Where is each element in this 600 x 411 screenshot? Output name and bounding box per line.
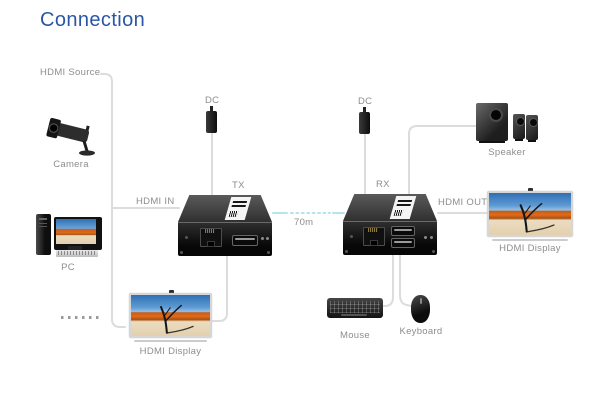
speaker-line <box>408 125 477 198</box>
tx-extender-device <box>178 195 272 257</box>
tx-screw <box>185 236 188 239</box>
tx-hdmi-port <box>232 235 258 246</box>
keyboard-line <box>380 249 394 307</box>
tx-top-face <box>178 195 272 222</box>
display-right-label: HDMI Display <box>499 243 561 254</box>
pc-tower <box>36 214 51 255</box>
rx-corner-screw-right <box>432 250 435 253</box>
hdmi-display-right <box>487 188 573 241</box>
mouse-device-caption: Keyboard <box>399 326 443 337</box>
rx-front-face <box>343 221 437 255</box>
subwoofer <box>476 103 508 143</box>
tx-label: TX <box>232 180 245 191</box>
tx-led <box>261 237 264 240</box>
pc-monitor <box>54 217 102 250</box>
pc-monitor-stand <box>68 246 82 250</box>
hdmi-in-label: HDMI IN <box>136 196 175 207</box>
tx-loopout-line <box>209 255 228 322</box>
tv-stand <box>492 239 568 241</box>
rx-extender-device <box>343 194 437 256</box>
speaker-icon <box>476 101 538 143</box>
mouse-icon <box>411 295 430 323</box>
satellite-speaker-right <box>526 115 538 142</box>
tv-screen-2 <box>131 295 210 336</box>
rx-power-body <box>359 112 370 134</box>
rx-screw <box>350 235 353 238</box>
pc-keyboard <box>56 250 98 257</box>
rx-top-face <box>343 194 437 221</box>
tv-frame <box>487 191 573 237</box>
tv-stand-2 <box>133 340 208 342</box>
distance-label: 70m <box>294 217 314 228</box>
tx-power-adapter-icon <box>206 106 217 133</box>
desert-tree-art-2 <box>160 304 194 334</box>
pc-label: PC <box>61 262 75 273</box>
tv-screen <box>489 193 571 235</box>
desert-tree-art <box>519 203 555 233</box>
rx-usb-port-2 <box>391 238 415 248</box>
rx-dc-label: DC <box>358 96 373 107</box>
tx-power-pin <box>210 106 213 111</box>
rx-power-pin <box>363 107 366 112</box>
tx-dc-label: DC <box>205 95 220 106</box>
speaker-label: Speaker <box>488 147 526 158</box>
tv-frame-2 <box>129 293 212 338</box>
rx-power-adapter-icon <box>359 107 370 134</box>
hdmi-display-local <box>129 290 212 342</box>
rx-label: RX <box>376 179 390 190</box>
tx-led2 <box>266 237 269 240</box>
tv-camera-nub <box>528 188 533 192</box>
tx-sticker <box>224 197 252 220</box>
tx-corner-screw-left <box>180 251 183 254</box>
tx-rj45-port <box>200 228 222 247</box>
keyboard-device-caption: Mouse <box>339 330 370 341</box>
display-local-label: HDMI Display <box>139 346 202 357</box>
desktop-pc-icon <box>34 212 102 262</box>
rx-led2 <box>430 236 433 239</box>
source-bracket-line <box>100 73 126 328</box>
tx-corner-screw-right <box>267 251 270 254</box>
keyboard-icon <box>327 298 383 318</box>
rx-led <box>424 236 427 239</box>
page-title: Connection <box>40 9 146 31</box>
satellite-speaker-left <box>513 114 525 141</box>
hdmi-source-label: HDMI Source <box>40 67 101 78</box>
rx-usb-port-1 <box>391 226 415 236</box>
camera-label: Camera <box>53 159 89 170</box>
mouse-line <box>399 249 412 307</box>
pc-monitor-screen <box>56 219 96 244</box>
rx-sticker <box>389 196 417 219</box>
cctv-camera-icon <box>46 117 95 156</box>
hdmi-out-label: HDMI OUT <box>438 197 488 208</box>
tv-camera-nub-2 <box>168 290 174 294</box>
tx-front-face <box>178 222 272 256</box>
rx-corner-screw-left <box>345 250 348 253</box>
ellipsis-dots <box>61 316 101 319</box>
tx-power-body <box>206 111 217 133</box>
rx-rj45-port <box>363 227 385 246</box>
